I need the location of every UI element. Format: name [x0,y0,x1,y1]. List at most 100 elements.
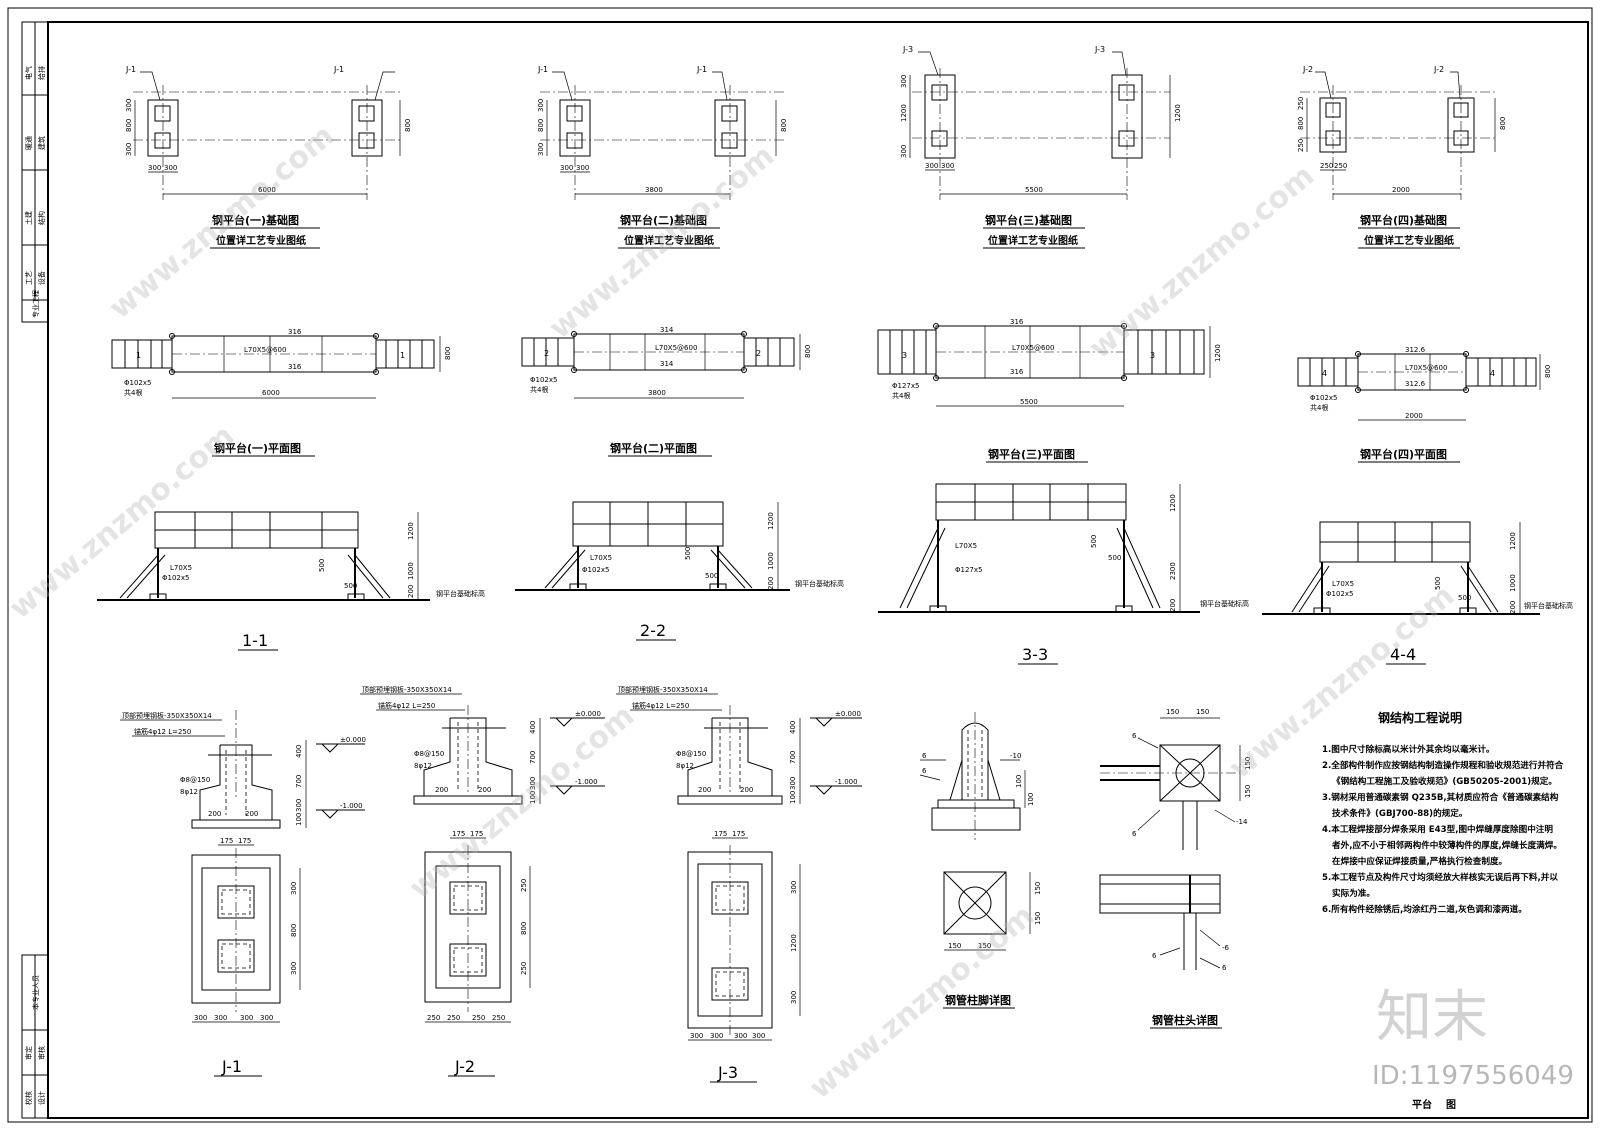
notes-title: 钢结构工程说明 [1378,710,1462,725]
column-base-detail: 6 6 -10 100 100 150 150 150 150 钢管柱脚详图 [919,712,1042,1009]
plan2-depth: 800 [804,345,812,358]
j3-v-2: 300 [789,777,797,790]
j2-ph-2: 250 [472,1014,485,1022]
sec4-d1: 500 [1434,577,1442,590]
plan2-subtitle: 位置详工艺专业图纸 [624,234,714,247]
sec2-d2: 500 [705,572,718,580]
plan2-plan-title: 钢平台(二)平面图 [610,441,697,455]
head-plate-2: -6 [1222,944,1230,952]
plan3-width-1: 300 [941,162,954,170]
platform-plan-3: 3 3 L70X5@600 316 316 Φ127x5 共4根 5500 12… [877,318,1222,463]
sec2-h-mid: 1000 [767,552,775,570]
base-d-2: 150 [948,942,961,950]
plan1-width-1: 300 [164,164,177,172]
base-plate: -10 [1010,752,1021,760]
sec2-angle: L70X5 [590,554,612,562]
plan4-beam: L70X5@600 [1405,364,1447,372]
j1-v-1: 700 [295,775,303,788]
j2-stirrup: Φ8@150 [414,750,444,758]
plan1-pipe: Φ102x5 [124,379,151,387]
strip-cell-5: 结构 [37,211,46,225]
watermark-site-1: www.znzmo.com [103,118,341,326]
strip-cell-6: 工艺 [25,271,33,285]
plan3-plate-bot: 316 [1010,368,1024,376]
j1-base-1: 200 [245,810,258,818]
outer-frame [7,7,1593,1123]
foundation-plan-2: J-1 J-1 300 800 300 300 300 3800 800 钢平台… [537,65,788,249]
plan3-depth: 1200 [1214,344,1222,362]
j3-base-1: 200 [740,786,753,794]
j1-v-2: 300 [295,799,303,812]
plan4-title: 钢平台(四)基础图 [1360,213,1447,227]
note-line-10: 6.所有构件经除锈后,均涂红丹二道,灰色调和漆两道。 [1322,903,1527,915]
j3-ph-2: 300 [734,1032,747,1040]
head-title: 钢管柱头详图 [1152,1013,1218,1027]
sec3-h-mid: 2300 [1169,562,1177,580]
sec3-ground: 钢平台基础标高 [1200,599,1249,608]
sec1-pipe: Φ102x5 [162,574,189,582]
strip-cell-7: 设备 [37,271,46,285]
inner-frame [47,21,1589,1119]
plan3-depth-1: 1200 [900,104,908,122]
head-top-0: 150 [1166,708,1179,716]
plan4-plate-top: 312.6 [1405,346,1426,354]
sec4-angle: L70X5 [1332,580,1354,588]
sec1-d2: 500 [344,582,357,590]
plan4-right-dim: 800 [1499,117,1507,130]
base-weld-2: 6 [922,767,927,775]
section-2-2: L70X5 Φ102x5 1200 1000 200 500 500 钢平台基础… [515,501,844,641]
head-weld-1: 6 [1132,732,1137,740]
sec2-pipe: Φ102x5 [582,566,609,574]
sec1-h-mid: 1000 [407,562,415,580]
sec3-d1: 500 [1090,535,1098,548]
sec3-angle: L70X5 [955,542,977,550]
plan3-pipe: Φ127x5 [892,382,919,390]
j3-ph-1: 300 [710,1032,723,1040]
plan2-span-2: 3800 [648,389,666,397]
j2-elev-bot: -1.000 [575,778,598,786]
j1-anchor: 锚筋4φ12 L=250 [134,727,191,736]
j2-v-2: 300 [529,777,537,790]
plan2-width-0: 300 [560,164,573,172]
sec1-label: 1-1 [242,631,268,650]
sec4-h-top: 1200 [1509,532,1517,550]
plan1-plan-title: 钢平台(一)平面图 [214,441,301,455]
plan4-subtitle: 位置详工艺专业图纸 [1364,234,1454,247]
plan3-beam: L70X5@600 [1012,344,1054,352]
plan3-plan-title: 钢平台(三)平面图 [988,447,1075,461]
section-4-4: L70X5 Φ102x5 1200 1000 200 500 500 钢平台基础… [1262,521,1573,665]
plan2-width-1: 300 [576,164,589,172]
sec4-ground: 钢平台基础标高 [1524,601,1573,610]
watermark-site-3: www.znzmo.com [1083,158,1321,366]
plan3-depth-2: 300 [900,145,908,158]
plan3-subtitle: 位置详工艺专业图纸 [988,234,1078,247]
note-line-9: 实际为准。 [1332,887,1375,899]
note-line-4: 技术条件》(GBJ700-88)的规定。 [1332,807,1467,819]
note-line-7: 在焊接中应保证焊接质量,严格执行检查制度。 [1332,855,1507,867]
j1-pv-2: 300 [290,962,298,975]
plan3-span: 5500 [1025,186,1043,194]
plan4-legs: 共4根 [1310,403,1328,412]
note-line-5: 4.本工程焊接部分焊条采用 E43型,图中焊缝厚度除图中注明 [1322,823,1553,835]
j1-top-1: 175 [238,837,251,845]
base-d-0: 150 [1034,882,1042,895]
sec1-h-bot: 200 [407,585,415,598]
j3-pv-2: 300 [790,991,798,1004]
j1-elev-top: ±0.000 [340,736,366,744]
sec4-h-mid: 1000 [1509,574,1517,592]
plan3-legs: 共4根 [892,391,910,400]
plan1-plate-top: 316 [288,328,302,336]
j1-base-0: 200 [208,810,221,818]
sec2-ground: 钢平台基础标高 [795,579,844,588]
j2-elev-top: ±0.000 [575,710,601,718]
footing-j2: 顶部预埋钢板-350X350X14 锚筋4φ12 L=250 Φ8@150 8φ… [360,685,605,1077]
head-plate: -14 [1236,818,1248,826]
head-weld-3: 6 [1152,952,1157,960]
plan1-right-dim: 800 [404,119,412,132]
plan1-depth-2: 300 [125,143,133,156]
j1-v-3: 100 [295,813,303,826]
strip-cell-13: 设计 [37,1091,46,1105]
strip-cell-11: 审核 [37,1046,46,1060]
plan1-plate-bot: 316 [288,363,302,371]
j2-bars: 8φ12 [414,762,432,770]
